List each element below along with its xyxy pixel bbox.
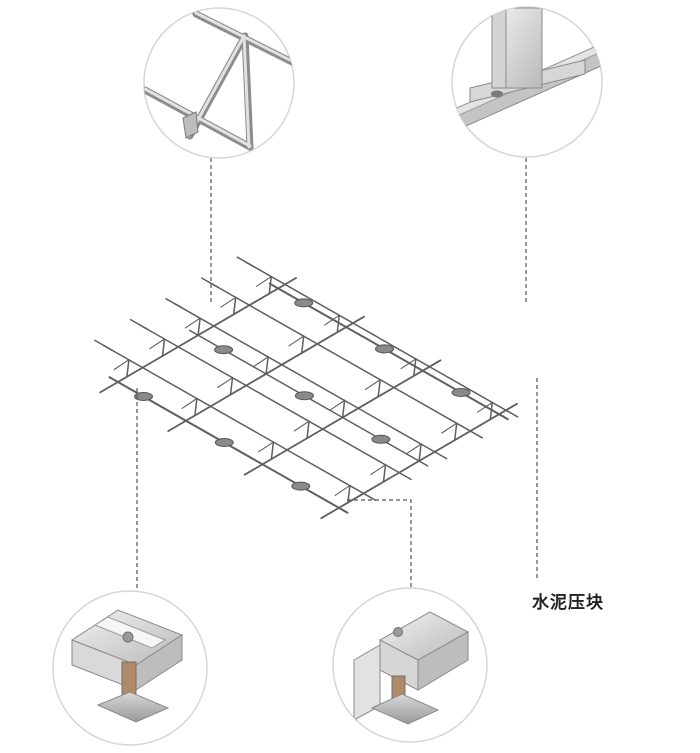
concrete-block-5 [294,391,314,401]
post-4-3 [418,443,422,462]
brace-2-2 [217,377,234,389]
post-2-1 [194,397,198,417]
concrete-block-3 [134,392,153,401]
brace-1-3 [184,317,201,329]
mid-clamp-detail-callout [52,590,208,746]
post-2-3 [265,356,269,375]
leader-lines [136,158,538,590]
post-1-1 [126,359,130,378]
end-clamp-detail-callout [332,587,488,743]
concrete-block-9 [291,481,311,491]
purlin-stub-4 [200,277,220,289]
brace-3-4 [364,379,381,390]
post-4-5 [489,401,494,421]
truss-joint-detail-callout [143,7,295,159]
brace-4-3 [405,443,422,455]
purlin-1 [102,344,377,501]
brace-3-1 [258,441,274,453]
post-3-4 [377,378,381,398]
concrete-block-2 [214,345,234,355]
purlin-stub-1 [94,339,113,351]
post-2-2 [229,376,234,396]
concrete-block-7 [451,388,471,397]
post-1-4 [232,296,237,316]
brace-1-2 [149,338,166,350]
post-1-2 [161,338,166,357]
purlin-2 [138,323,412,481]
brace-2-4 [288,335,305,347]
post-3-3 [341,399,346,419]
leader-bottom-middle [347,499,412,588]
brace-4-5 [477,401,493,413]
concrete-block-4 [375,344,394,354]
post-4-4 [453,422,458,441]
brace-4-1 [334,485,351,496]
mounting-frame [94,256,519,520]
post-1-5 [268,275,273,295]
post-2-5 [336,314,341,334]
purlin-stub-5 [236,256,256,268]
concrete-block-1 [294,298,314,308]
post-4-2 [382,464,387,483]
post-base-detail-callout [451,6,603,158]
brace-3-3 [329,399,346,411]
concrete-block-8 [371,434,391,444]
brace-1-4 [220,296,237,308]
concrete-blocks [134,298,471,491]
brace-2-1 [181,397,198,409]
post-3-5 [413,358,417,377]
post-3-2 [306,420,310,440]
concrete-block-6 [214,438,234,447]
post-2-4 [300,335,305,354]
concrete-block-label: 水泥压块 [532,593,604,613]
purlin-4 [209,282,483,439]
brace-3-2 [293,420,310,432]
brace-2-5 [324,314,340,326]
brace-1-1 [113,359,130,371]
post-1-3 [197,317,201,336]
purlin-stub-2 [129,318,149,331]
brace-1-5 [256,276,272,287]
purlin-stub-3 [165,298,184,310]
brace-4-2 [370,464,387,476]
purlin-3 [173,302,448,460]
post-3-1 [270,441,275,460]
brace-3-5 [400,358,417,370]
purlin-5 [245,261,519,418]
brace-4-4 [441,422,458,434]
brace-2-3 [252,356,269,368]
